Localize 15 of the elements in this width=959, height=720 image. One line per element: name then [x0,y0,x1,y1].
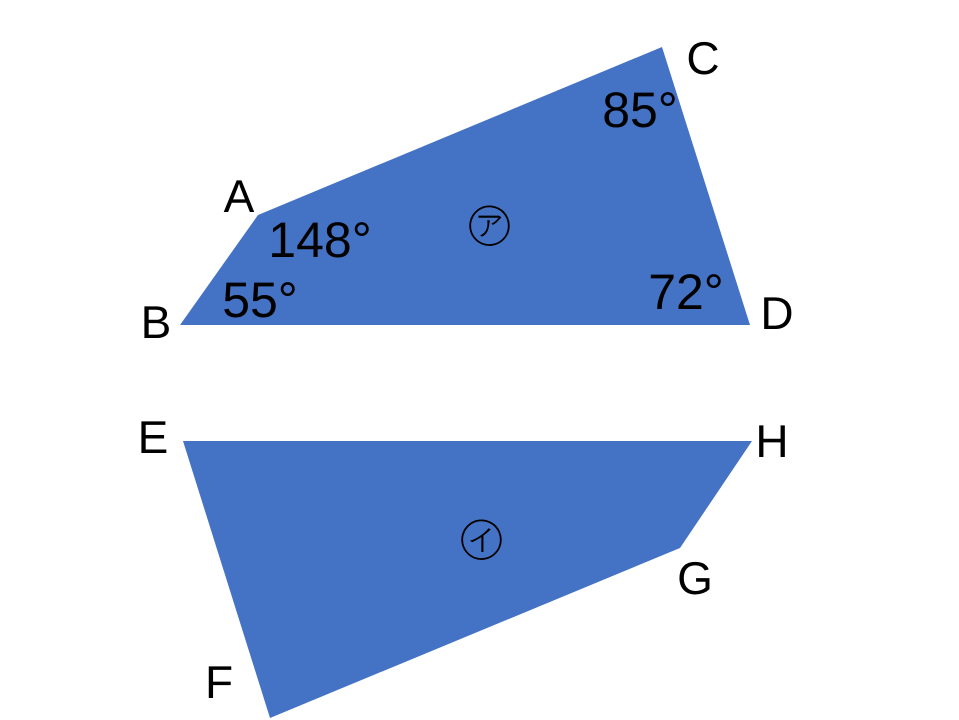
vertex-label: G [677,555,713,601]
vertex-label: C [686,35,720,81]
vertex-label: A [224,173,254,219]
shape-label: ㋑ [458,514,506,560]
vertex-label: F [204,659,234,705]
vertex-label: H [755,418,789,464]
quadrilateral-shape [183,441,752,720]
shape-label: ㋐ [466,200,514,246]
angle-label: 85° [602,85,678,135]
vertex-label: B [140,299,172,345]
vertex-label: D [760,290,794,336]
vertex-label: E [138,414,168,460]
angle-label: 148° [268,215,372,265]
angle-label: 72° [648,267,724,317]
angle-label: 55° [222,275,298,325]
